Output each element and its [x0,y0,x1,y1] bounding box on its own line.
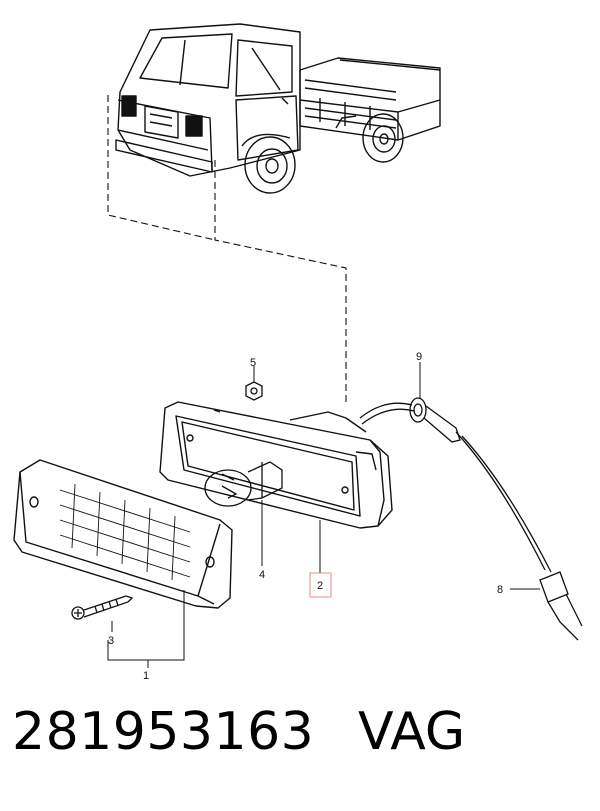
parts-diagram: 1 2 3 4 5 8 9 [13,23,583,682]
callout-5: 5 [250,357,256,369]
callout-4: 4 [259,569,265,581]
leader-lines [107,95,347,405]
lamp-housing [159,401,393,529]
truck-illustration [115,23,441,194]
callout-2-highlight [309,572,332,598]
callout-1: 1 [143,670,149,682]
callout-8: 8 [497,584,503,596]
part-number: 281953163 [12,702,315,762]
callout-9: 9 [416,351,422,363]
lens [13,459,233,609]
wiring-cable [359,397,583,641]
bulb [204,461,283,507]
callout-2: 2 [317,580,323,592]
callout-3: 3 [108,635,114,647]
footer: 281953163 VAG [12,702,592,802]
callout-leaders [107,362,540,668]
brand-label: VAG [358,702,466,762]
nut [245,381,263,401]
screw [71,595,134,620]
